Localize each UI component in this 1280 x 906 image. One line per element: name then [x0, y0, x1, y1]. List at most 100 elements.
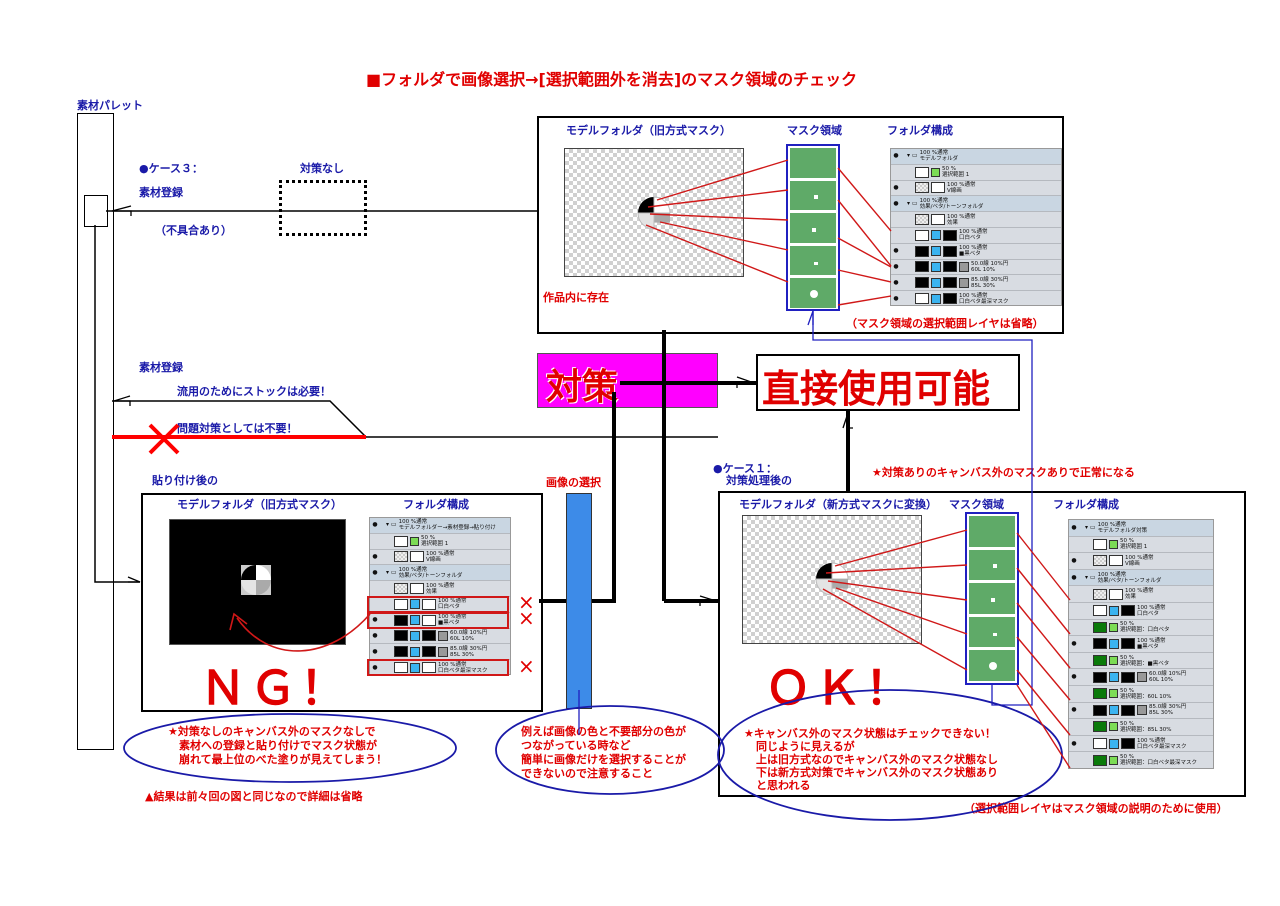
eye-icon[interactable]: ●	[372, 616, 378, 624]
folder-icon[interactable]: ▾ ▭	[386, 521, 397, 529]
eye-icon[interactable]: ●	[1071, 639, 1077, 647]
layer-type-icon	[410, 551, 424, 563]
layer-name: 100 %通常口白ベタ最深マスク	[959, 293, 1009, 305]
layer-row[interactable]: 100 %通常効果	[891, 212, 1061, 228]
layer-title: モデルフォルダー→素材登録→貼り付け	[398, 525, 496, 532]
mask-cell	[790, 180, 836, 210]
direct-use-box	[756, 354, 1020, 411]
mask-thumbnail	[422, 630, 436, 642]
material-palette	[77, 113, 114, 750]
pie-segment	[637, 212, 655, 230]
layer-title: 効果	[1125, 594, 1137, 601]
layer-thumbnail	[1093, 588, 1107, 600]
folder-icon[interactable]: ▾ ▭	[1085, 523, 1096, 531]
layer-row[interactable]: ●100 %通常■黒ベタ	[1069, 636, 1213, 653]
layer-row[interactable]: 50 %選択範囲 1	[370, 534, 510, 550]
layer-row[interactable]: ●100 %通常口白ベタ最深マスク	[370, 660, 510, 674]
eye-icon[interactable]: ●	[893, 247, 899, 255]
layer-row[interactable]: 100 %通常口白ベタ	[891, 228, 1061, 244]
layer-row[interactable]: ●100 %通常■黒ベタ	[891, 244, 1061, 260]
eye-icon[interactable]: ●	[372, 521, 378, 529]
layer-row[interactable]: ● 100 %通常口白ベタ最深マスク	[891, 291, 1061, 305]
layer-row[interactable]: 100 %通常効果	[1069, 586, 1213, 603]
folder-icon[interactable]: ▾ ▭	[1085, 573, 1096, 581]
layer-row[interactable]: 50 %選択範囲：■黒ベタ	[1069, 653, 1213, 670]
ng-circle-figure	[241, 565, 271, 595]
ng-note: ★対策なしのキャンバス外のマスクなしで 素材への登録と貼り付けでマスク状態が 崩…	[168, 725, 387, 767]
layer-type-icon	[1109, 638, 1119, 649]
eye-icon[interactable]: ●	[1071, 706, 1077, 714]
material-item[interactable]	[84, 195, 108, 227]
layer-row[interactable]: ●▾ ▭100 %通常効果/ベタ/トーンフォルダ	[1069, 569, 1213, 587]
layer-type-icon	[410, 646, 420, 657]
ok-note-line: ★キャンバス外のマスク状態はチェックできない！	[744, 727, 996, 740]
eye-icon[interactable]: ●	[893, 199, 899, 207]
layer-blend: 50 %	[1120, 720, 1134, 727]
eye-icon[interactable]: ●	[1071, 556, 1077, 564]
mask-link	[645, 224, 789, 283]
eye-icon[interactable]: ●	[1071, 573, 1077, 581]
eye-icon[interactable]: ●	[893, 294, 899, 302]
layer-row[interactable]: ●100 %通常■黒ベタ	[370, 613, 510, 629]
eye-icon[interactable]: ●	[893, 183, 899, 191]
layer-row[interactable]: 50 %選択範囲：口白ベタ最深マスク	[1069, 752, 1213, 768]
layer-row[interactable]: 100 %通常口白ベタ	[1069, 603, 1213, 620]
eye-icon[interactable]: ●	[372, 552, 378, 560]
ng-note-line: 素材への登録と貼り付けでマスク状態が	[179, 739, 377, 752]
eye-icon[interactable]: ●	[372, 631, 378, 639]
layer-row[interactable]: ●▾ ▭100 %通常効果/ベタ/トーンフォルダ	[370, 565, 510, 582]
folder-icon[interactable]: ▾ ▭	[386, 568, 397, 576]
layer-row[interactable]: ●▾ ▭100 %通常モデルフォルダー→素材登録→貼り付け	[370, 518, 510, 534]
tone-icon	[438, 630, 448, 641]
layer-thumbnail	[1093, 605, 1107, 617]
layer-name: 100 %通常口白ベタ	[1137, 605, 1165, 617]
layer-row[interactable]: ●▾ ▭100 %通常効果/ベタ/トーンフォルダ	[891, 196, 1061, 213]
layer-blend: 50 %	[1120, 621, 1134, 628]
folder-icon[interactable]: ▾ ▭	[907, 199, 918, 207]
layer-thumbnail	[915, 214, 929, 226]
layer-row[interactable]: 50 %選択範囲：口白ベタ	[1069, 620, 1213, 637]
top-model-title: モデルフォルダ（旧方式マスク）	[566, 124, 731, 137]
layer-row[interactable]: 50 %選択範囲 1	[891, 165, 1061, 181]
eye-icon[interactable]: ●	[1071, 673, 1077, 681]
layer-row[interactable]: ●100 %通常口白ベタ最深マスク	[1069, 736, 1213, 753]
layer-row[interactable]: ●▾ ▭100 %通常モデルフォルダ	[891, 149, 1061, 165]
layer-thumbnail	[915, 182, 929, 194]
eye-icon[interactable]: ●	[372, 568, 378, 576]
selection-bar	[566, 493, 592, 709]
layer-name: 50 %選択範囲：60L 10%	[1120, 688, 1172, 700]
eye-icon[interactable]: ●	[1071, 523, 1077, 531]
layer-row[interactable]: 50 %選択範囲：60L 10%	[1069, 686, 1213, 703]
eye-icon[interactable]: ●	[893, 278, 899, 286]
layer-row[interactable]: 50 %選択範囲：85L 30%	[1069, 719, 1213, 736]
mask-thumbnail	[1121, 605, 1135, 617]
top-panel	[537, 116, 1064, 334]
mask-link-line	[812, 311, 1033, 706]
layer-title: 効果/ベタ/トーンフォルダ	[919, 203, 984, 210]
layer-blend: 100 %通常	[1137, 737, 1166, 744]
eye-icon[interactable]: ●	[372, 663, 378, 671]
mask-link	[656, 159, 789, 201]
eye-icon[interactable]: ●	[893, 152, 899, 160]
case1-label: ●ケース１：	[713, 462, 778, 475]
eye-icon[interactable]: ●	[372, 647, 378, 655]
folder-icon[interactable]: ▾ ▭	[907, 152, 918, 160]
layer-row[interactable]: ●▾ ▭100 %通常モデルフォルダ対策	[1069, 520, 1213, 537]
top-mask-note: （マスク領域の選択範囲レイヤは省略）	[846, 317, 1044, 330]
ng-cross-2: ×	[518, 606, 535, 630]
layer-row[interactable]: 50 %選択範囲 1	[1069, 537, 1213, 554]
stock-need-line	[112, 400, 718, 438]
eye-icon[interactable]: ●	[893, 262, 899, 270]
eye-icon[interactable]: ●	[1071, 739, 1077, 747]
